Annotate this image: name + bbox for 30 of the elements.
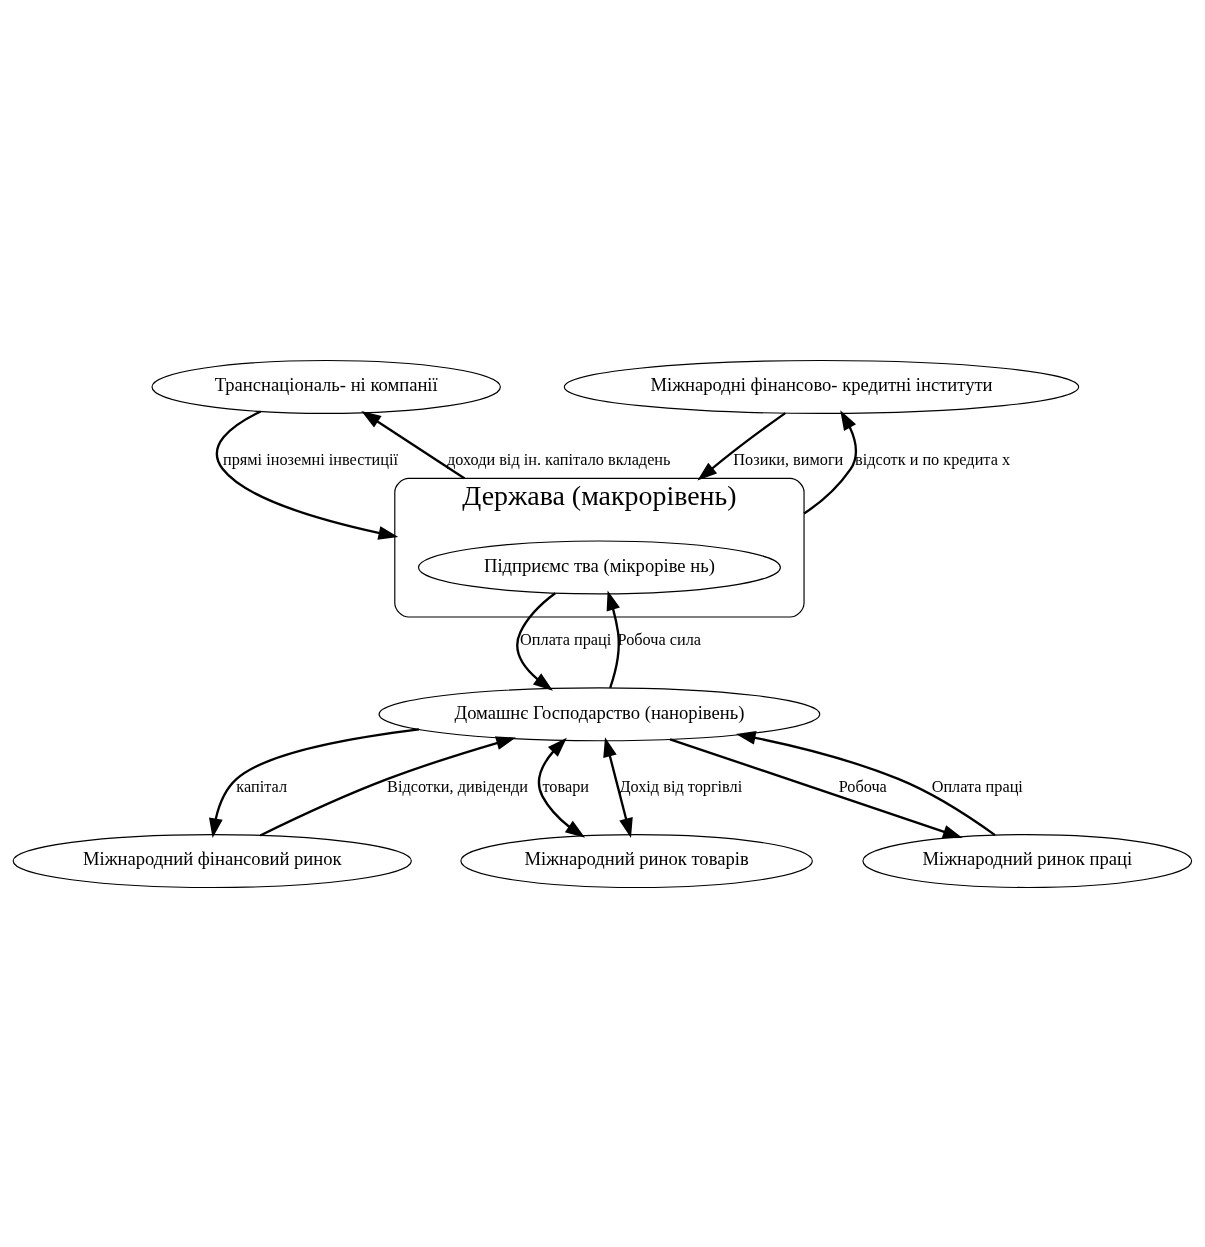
arrow (803, 409, 858, 514)
edge-label: Дохід від торгівлі (619, 777, 743, 796)
node-ellipse: Домашнє Господарство (нанорівень) (378, 686, 821, 741)
arrow (603, 736, 633, 838)
edge-label: Відсотки, дивіденди (387, 777, 529, 796)
edge-label: прямі іноземні інвестиції (223, 450, 398, 469)
arrow (215, 409, 399, 540)
edge-label: Робоча (838, 777, 887, 796)
edge-label: Позики, вимоги (733, 450, 844, 469)
arrow (361, 410, 466, 479)
node-ellipse: Міжнародний ринок праці (862, 833, 1193, 888)
arrow (697, 411, 786, 481)
edge-label: Оплата праці (520, 630, 612, 649)
arrow (669, 737, 963, 838)
node-ellipse: Підприємс тва (мікроріве нь) (417, 539, 781, 594)
edge-label: відсотк и по кредита х (854, 450, 1011, 469)
edge-label: товари (542, 777, 589, 796)
arrow (516, 591, 556, 691)
arrow (208, 727, 420, 838)
arrow (259, 735, 516, 837)
node-ellipse: Транснаціональ- ні компанії (151, 359, 501, 414)
arrow (735, 730, 996, 836)
node-ellipse: Міжнародний фінансовий ринок (12, 833, 412, 888)
node-ellipse: Міжнародний ринок товарів (460, 833, 813, 888)
arrow (537, 737, 586, 838)
edge-label: Оплата праці (931, 777, 1023, 796)
edge-label: доходи від ін. капітало вкладень (446, 450, 671, 469)
arrow (606, 590, 620, 688)
node-ellipse: Міжнародні фінансово- кредитні інститути (563, 359, 1080, 414)
edge-label: капітал (236, 777, 288, 796)
